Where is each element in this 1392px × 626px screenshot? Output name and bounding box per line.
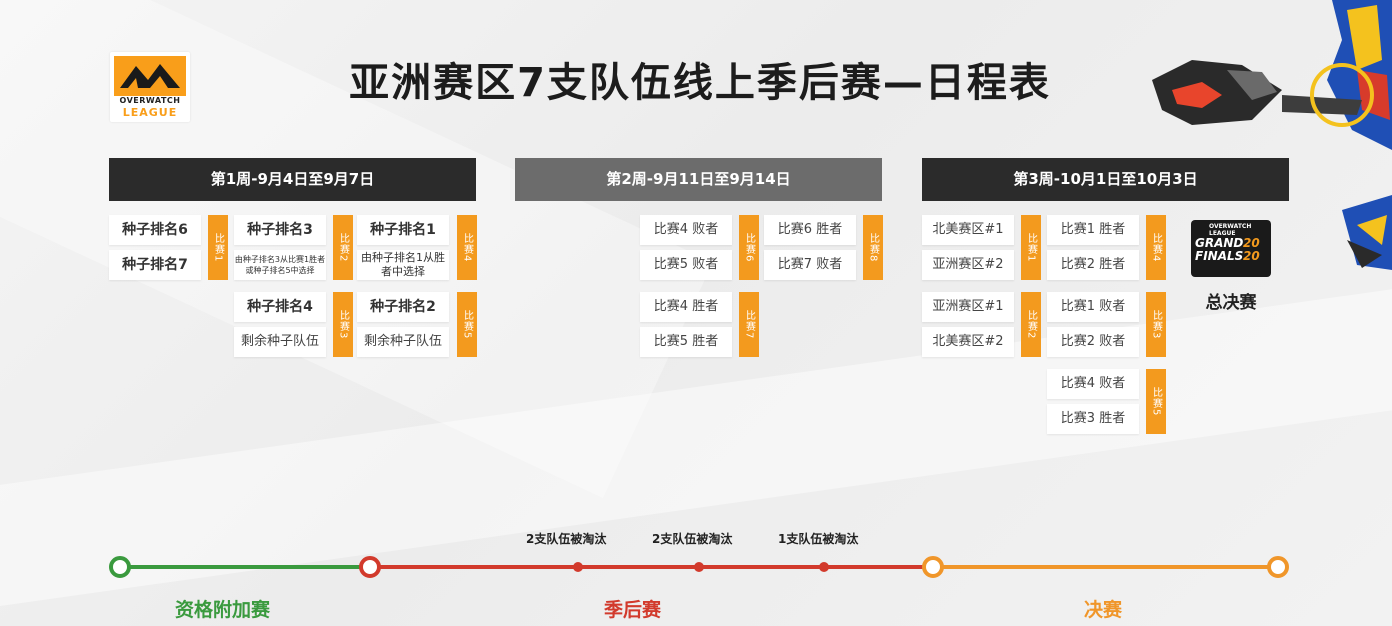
elimination-label-3: 1支队伍被淘汰 [778,532,859,546]
w1-match-2-tag: 比赛2 [333,215,353,280]
week-2-header: 第2周-9月11日至9月14日 [515,158,882,201]
elimination-label-2: 2支队伍被淘汰 [652,532,733,546]
finals-label: 总决赛 [1205,293,1257,313]
w1-match-1-tag: 比赛1 [208,215,228,280]
w3-m4-team-a: 比赛1 胜者 [1047,215,1139,245]
overwatch-league-logo: OVERWATCH LEAGUE [110,52,190,122]
w1-m3-team-a: 种子排名4 [234,292,326,322]
phase-playoffs: 季后赛 [604,599,662,621]
w2-m6-team-a: 比赛4 败者 [640,215,732,245]
w3-match-3-tag: 比赛3 [1146,292,1166,357]
w3-m5-team-b: 比赛3 胜者 [1047,404,1139,434]
w3-m5-team-a: 比赛4 败者 [1047,369,1139,399]
hero-artwork-icon [1152,0,1392,270]
finals-logo-year-text: 20 20 [1243,236,1260,263]
w1-m5-team-b: 剩余种子队伍 [357,327,449,357]
w2-m7-team-b: 比赛5 胜者 [640,327,732,357]
w1-match-5-tag: 比赛5 [457,292,477,357]
w2-m7-team-a: 比赛4 胜者 [640,292,732,322]
timeline-dot [819,562,829,572]
w3-m2-team-b: 北美赛区#2 [922,327,1014,357]
w1-m1-team-b: 种子排名7 [109,250,201,280]
timeline-node [1267,556,1289,578]
phase-qualifier: 资格附加赛 [175,599,271,621]
grand-finals-logo: OVERWATCH LEAGUE GRAND FINALS 20 20 [1191,220,1271,277]
w2-match-7-tag: 比赛7 [739,292,759,357]
overwatch-logo-icon [114,56,186,96]
w1-match-3-tag: 比赛3 [333,292,353,357]
week-1-header: 第1周-9月4日至9月7日 [109,158,476,201]
timeline-dot [694,562,704,572]
w3-m3-team-a: 比赛1 败者 [1047,292,1139,322]
logo-text-league: LEAGUE [122,106,178,119]
elimination-label-1: 2支队伍被淘汰 [526,532,607,546]
timeline-node [359,556,381,578]
phase-finals: 决赛 [1084,599,1123,621]
w1-m3-team-b: 剩余种子队伍 [234,327,326,357]
w3-m3-team-b: 比赛2 败者 [1047,327,1139,357]
w1-m4-team-b: 由种子排名1从胜者中选择 [357,250,449,280]
w2-m6-team-b: 比赛5 败者 [640,250,732,280]
w1-m2-team-b: 由种子排名3从比赛1胜者或种子排名5中选择 [234,250,326,280]
w3-m2-team-a: 亚洲赛区#1 [922,292,1014,322]
w3-m4-team-b: 比赛2 胜者 [1047,250,1139,280]
timeline-dot [573,562,583,572]
page-title: 亚洲赛区7支队伍线上季后赛—日程表 [349,60,1051,106]
timeline-node [922,556,944,578]
w2-match-8-tag: 比赛8 [863,215,883,280]
w2-m8-team-a: 比赛6 胜者 [764,215,856,245]
w3-match-5-tag: 比赛5 [1146,369,1166,434]
w3-match-4-tag: 比赛4 [1146,215,1166,280]
w1-m5-team-a: 种子排名2 [357,292,449,322]
w3-match-2-tag: 比赛2 [1021,292,1041,357]
timeline-node [109,556,131,578]
logo-text-overwatch: OVERWATCH [119,96,181,105]
w1-m4-team-a: 种子排名1 [357,215,449,245]
w1-m2-team-a: 种子排名3 [234,215,326,245]
w3-m1-team-a: 北美赛区#1 [922,215,1014,245]
w1-m1-team-a: 种子排名6 [109,215,201,245]
w3-match-1-tag: 比赛1 [1021,215,1041,280]
week-3-header: 第3周-10月1日至10月3日 [922,158,1289,201]
w3-m1-team-b: 亚洲赛区#2 [922,250,1014,280]
finals-logo-top-text: OVERWATCH LEAGUE [1209,223,1252,237]
w2-m8-team-b: 比赛7 败者 [764,250,856,280]
w2-match-6-tag: 比赛6 [739,215,759,280]
finals-logo-main-text: GRAND FINALS [1195,236,1244,263]
w1-match-4-tag: 比赛4 [457,215,477,280]
